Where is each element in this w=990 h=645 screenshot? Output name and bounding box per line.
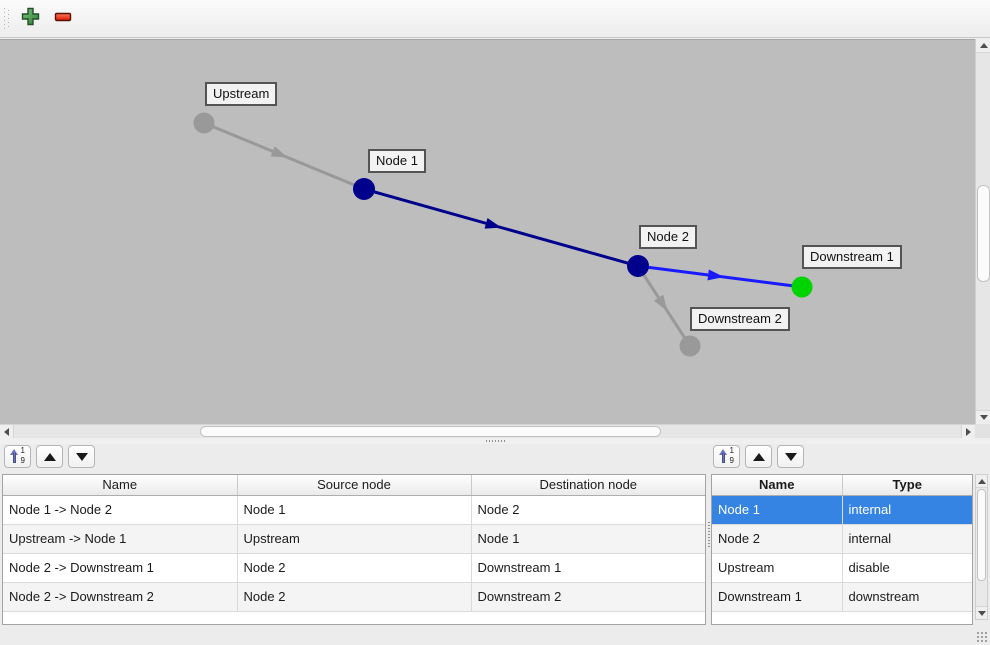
scroll-down-button[interactable] xyxy=(976,606,987,619)
table-cell[interactable]: Node 2 xyxy=(237,553,472,583)
add-node-button[interactable] xyxy=(18,7,42,31)
graph-node-node2[interactable] xyxy=(627,255,649,277)
table-cell[interactable]: Upstream xyxy=(712,553,843,583)
scroll-down-button[interactable] xyxy=(976,410,990,424)
canvas-vertical-scrollbar[interactable] xyxy=(975,39,990,424)
table-cell[interactable]: Upstream xyxy=(237,524,472,554)
horizontal-pane-splitter[interactable] xyxy=(0,438,990,444)
table-cell[interactable]: Node 1 xyxy=(712,495,843,525)
graph-node-downstream2[interactable] xyxy=(679,335,701,357)
table-cell[interactable]: Node 2 xyxy=(237,582,472,612)
horizontal-scrollbar-thumb[interactable] xyxy=(200,426,661,437)
node-table-move-up-button[interactable] xyxy=(745,445,772,468)
column-header[interactable]: Name xyxy=(3,475,238,496)
table-cell[interactable]: internal xyxy=(842,495,972,525)
splitter-grip-icon xyxy=(486,440,506,442)
table-cell[interactable]: Node 1 xyxy=(471,524,705,554)
graph-node-downstream1[interactable] xyxy=(791,276,813,298)
table-cell[interactable]: Upstream -> Node 1 xyxy=(3,524,238,554)
table-cell[interactable]: Node 2 -> Downstream 1 xyxy=(3,553,238,583)
column-header[interactable]: Name xyxy=(712,475,843,496)
move-up-icon xyxy=(43,452,56,461)
table-cell[interactable]: Downstream 1 xyxy=(712,582,843,612)
canvas-horizontal-scrollbar[interactable] xyxy=(0,424,975,438)
splitter-grip-icon xyxy=(708,522,710,548)
sort-ascending-icon: 1 9 xyxy=(719,447,734,465)
arrow-down-icon xyxy=(977,610,986,616)
table-cell[interactable]: Node 1 xyxy=(237,495,472,525)
node-label-downstream1[interactable]: Downstream 1 xyxy=(802,245,902,269)
move-down-icon xyxy=(784,452,797,461)
node-table-scrollbar[interactable] xyxy=(975,474,988,620)
edge-arrowhead-icon xyxy=(484,218,502,229)
table-cell[interactable]: Downstream 2 xyxy=(471,582,705,612)
toolbar-grip[interactable] xyxy=(4,8,10,30)
vertical-scrollbar-thumb[interactable] xyxy=(977,185,990,282)
move-up-icon xyxy=(752,452,765,461)
edge-table-move-up-button[interactable] xyxy=(36,445,63,468)
move-down-icon xyxy=(75,452,88,461)
arrow-right-icon xyxy=(966,427,971,436)
table-cell[interactable]: downstream xyxy=(842,582,972,612)
remove-node-button[interactable] xyxy=(51,7,75,31)
graph-node-upstream[interactable] xyxy=(193,112,215,134)
graph-svg xyxy=(193,112,813,357)
column-header[interactable]: Destination node xyxy=(471,475,705,496)
column-header[interactable]: Type xyxy=(842,475,972,496)
table-cell[interactable]: Node 2 xyxy=(471,495,705,525)
graph-node-node1[interactable] xyxy=(353,178,375,200)
edge-table-sort-button[interactable]: 1 9 xyxy=(4,445,31,468)
table-cell[interactable]: Node 2 xyxy=(712,524,843,554)
node-table-move-down-button[interactable] xyxy=(777,445,804,468)
table-cell[interactable]: Node 1 -> Node 2 xyxy=(3,495,238,525)
table-cell[interactable]: Downstream 1 xyxy=(471,553,705,583)
node-label-node2[interactable]: Node 2 xyxy=(639,225,697,249)
arrow-left-icon xyxy=(4,427,9,436)
vertical-pane-splitter[interactable] xyxy=(706,444,711,626)
scroll-right-button[interactable] xyxy=(961,425,975,438)
column-header[interactable]: Source node xyxy=(237,475,472,496)
plus-icon xyxy=(21,7,40,31)
arrow-up-icon xyxy=(977,478,986,484)
edge-arrowhead-icon xyxy=(707,269,725,281)
table-cell[interactable]: internal xyxy=(842,524,972,554)
arrow-up-icon xyxy=(979,43,988,48)
scroll-up-button[interactable] xyxy=(976,39,990,53)
minus-icon xyxy=(54,10,72,28)
node-label-upstream[interactable]: Upstream xyxy=(205,82,278,106)
arrow-down-icon xyxy=(979,415,988,420)
edge-arrowhead-icon xyxy=(654,294,668,312)
scroll-up-button[interactable] xyxy=(976,475,987,488)
sort-ascending-icon: 1 9 xyxy=(10,447,25,465)
main-toolbar xyxy=(0,0,990,38)
table-cell[interactable]: disable xyxy=(842,553,972,583)
node-label-node1[interactable]: Node 1 xyxy=(368,149,426,173)
node-label-downstream2[interactable]: Downstream 2 xyxy=(690,307,790,331)
node-table-sort-button[interactable]: 1 9 xyxy=(713,445,740,468)
window-resize-grip[interactable] xyxy=(976,631,987,642)
table-cell[interactable]: Node 2 -> Downstream 2 xyxy=(3,582,238,612)
edge-arrowhead-icon xyxy=(270,146,288,158)
node-table-scrollbar-thumb[interactable] xyxy=(977,489,986,581)
edge-table-move-down-button[interactable] xyxy=(68,445,95,468)
scroll-left-button[interactable] xyxy=(0,425,14,438)
scrollbar-corner xyxy=(975,424,990,438)
